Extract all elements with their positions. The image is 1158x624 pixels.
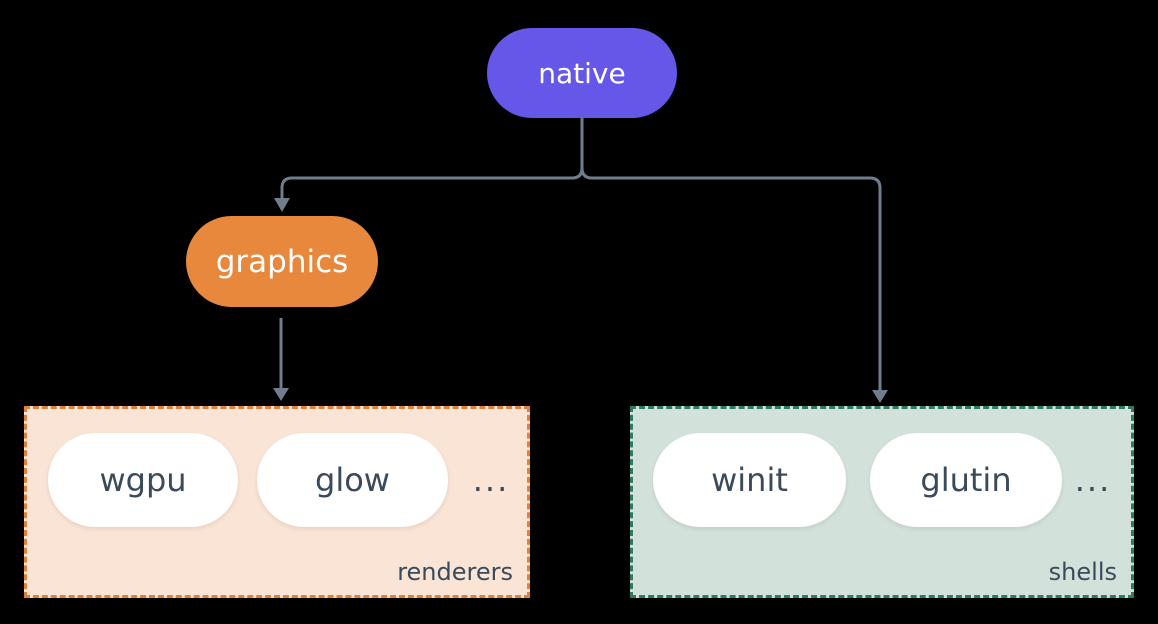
group-renderers: wgpu glow ... renderers <box>24 406 530 598</box>
arrowhead-graphics-to-renderers-icon <box>273 388 289 401</box>
node-native: native <box>487 28 677 118</box>
node-wgpu-label: wgpu <box>99 461 187 499</box>
node-glutin: glutin <box>870 433 1062 527</box>
edge-native-to-shells <box>580 118 882 391</box>
edge-native-to-graphics <box>280 118 584 199</box>
node-glow: glow <box>257 433 448 527</box>
node-glutin-label: glutin <box>920 461 1012 499</box>
renderers-ellipsis: ... <box>472 461 510 499</box>
shells-group-label: shells <box>1048 558 1117 586</box>
shells-ellipsis: ... <box>1074 461 1112 499</box>
node-winit: winit <box>653 433 846 527</box>
arrowhead-native-to-graphics-icon <box>274 198 290 212</box>
node-glow-label: glow <box>315 461 390 499</box>
group-shells: winit glutin ... shells <box>630 406 1134 598</box>
node-native-label: native <box>538 56 626 90</box>
node-wgpu: wgpu <box>48 433 238 527</box>
node-winit-label: winit <box>711 461 788 499</box>
node-graphics: graphics <box>186 216 378 307</box>
node-graphics-label: graphics <box>215 243 349 280</box>
arrowhead-native-to-shells-icon <box>872 390 888 403</box>
renderers-group-label: renderers <box>397 558 513 586</box>
